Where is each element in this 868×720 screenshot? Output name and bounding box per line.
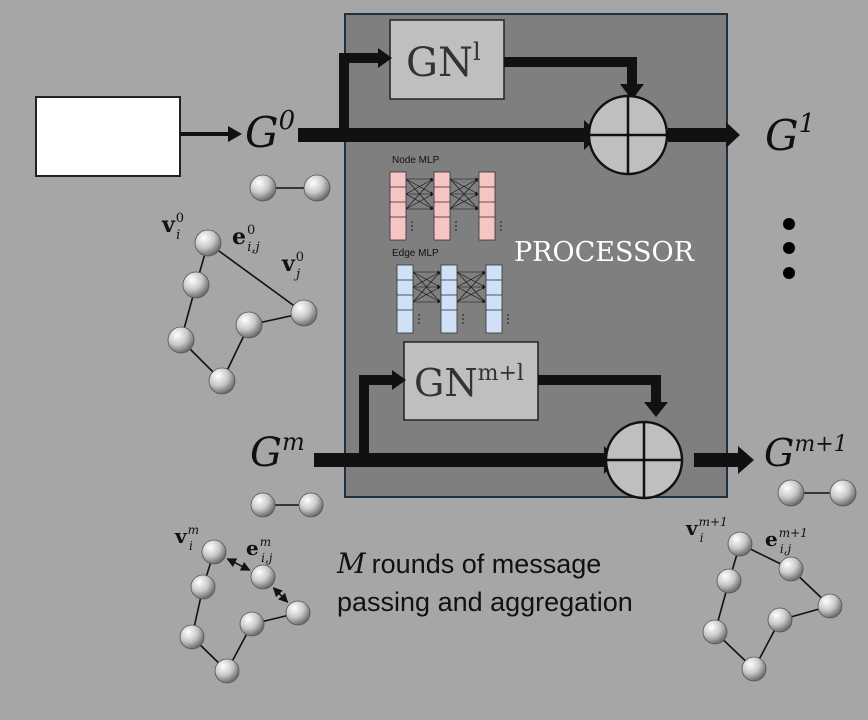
graph-node bbox=[777, 479, 805, 507]
graph-node bbox=[767, 607, 793, 633]
mlp-ellipsis-dot bbox=[411, 221, 413, 223]
mlp-connection bbox=[405, 193, 434, 210]
gn-top-block bbox=[389, 19, 505, 100]
graph-node bbox=[201, 539, 227, 565]
mlp-ellipsis-dot bbox=[462, 314, 464, 316]
mlp-ellipsis-dot bbox=[507, 322, 509, 324]
bottom-aggregator bbox=[604, 420, 684, 500]
graph-node bbox=[208, 367, 236, 395]
mlp-ellipsis-dot bbox=[455, 225, 457, 227]
graph-node bbox=[727, 531, 753, 557]
graph-left-top bbox=[167, 229, 318, 395]
graph-edge bbox=[226, 558, 251, 571]
graph-node bbox=[194, 229, 222, 257]
gn-top-label: GNl bbox=[406, 38, 481, 86]
graph-node bbox=[214, 658, 240, 684]
node-mlp-diagram bbox=[389, 171, 502, 241]
gn-bottom-label: GNm+l bbox=[414, 361, 524, 405]
edge-mlp-label: Edge MLP bbox=[392, 248, 439, 259]
mlp-ellipsis-dot bbox=[500, 221, 502, 223]
graph-node bbox=[250, 564, 276, 590]
node-pair-top bbox=[249, 174, 331, 202]
mlp-connection bbox=[456, 271, 486, 303]
mlp-ellipsis-dot bbox=[500, 225, 502, 227]
caption-line-2: passing and aggregation bbox=[337, 587, 633, 617]
graph-node bbox=[298, 492, 324, 518]
mlp-connection bbox=[412, 271, 441, 288]
mlp-layer bbox=[396, 264, 414, 334]
mlp-connection bbox=[405, 178, 434, 210]
processor-label: PROCESSOR bbox=[514, 237, 695, 268]
mlp-ellipsis-dot bbox=[462, 318, 464, 320]
mlp-layer bbox=[440, 264, 458, 334]
mlp-layer bbox=[478, 171, 496, 241]
graph-node bbox=[290, 299, 318, 327]
graph-label-gm1: Gm+1 bbox=[764, 431, 848, 475]
mlp-ellipsis-dot bbox=[411, 225, 413, 227]
node-pair-right bbox=[777, 479, 857, 507]
mlp-connection bbox=[405, 178, 434, 195]
graph-label-gm: Gm bbox=[250, 428, 305, 476]
mlp-connection bbox=[456, 271, 486, 288]
graph-node bbox=[303, 174, 331, 202]
node-pair-middle bbox=[250, 492, 324, 518]
graph-node bbox=[741, 656, 767, 682]
mlp-ellipsis-dot bbox=[411, 229, 413, 231]
graph-node bbox=[239, 611, 265, 637]
graph-node bbox=[702, 619, 728, 645]
graph-node bbox=[829, 479, 857, 507]
mlp-layer bbox=[433, 171, 451, 241]
mlp-ellipsis-dot bbox=[507, 318, 509, 320]
node-mlp-label: Node MLP bbox=[392, 155, 440, 166]
gn-bottom-block bbox=[403, 341, 539, 421]
mlp-layer bbox=[389, 171, 407, 241]
mlp-layer bbox=[485, 264, 503, 334]
top-aggregator bbox=[587, 94, 669, 176]
graph-label-g0: G0 bbox=[245, 106, 295, 157]
mlp-ellipsis-dot bbox=[418, 314, 420, 316]
graph-left-bottom bbox=[179, 539, 311, 684]
mlp-connection bbox=[456, 286, 486, 303]
mlp-ellipsis-dot bbox=[507, 314, 509, 316]
mlp-connection bbox=[449, 178, 479, 195]
mlp-connection bbox=[412, 286, 441, 303]
graph-node bbox=[250, 492, 276, 518]
mlp-connection bbox=[412, 271, 441, 303]
ellipsis-dots-icon bbox=[783, 218, 795, 279]
mlp-ellipsis-dot bbox=[418, 322, 420, 324]
graph-edge bbox=[207, 242, 305, 314]
graph-label-g1: G1 bbox=[765, 109, 815, 160]
graph-node bbox=[249, 174, 277, 202]
graph-node bbox=[182, 271, 210, 299]
encoder-box bbox=[35, 96, 181, 177]
mlp-ellipsis-dot bbox=[455, 229, 457, 231]
graph-right-bottom bbox=[702, 531, 843, 682]
graph-node bbox=[235, 311, 263, 339]
graph-node bbox=[716, 568, 742, 594]
mlp-ellipsis-dot bbox=[500, 229, 502, 231]
graph-node bbox=[285, 600, 311, 626]
mlp-ellipsis-dot bbox=[418, 318, 420, 320]
mlp-connection bbox=[449, 178, 479, 210]
mlp-ellipsis-dot bbox=[455, 221, 457, 223]
graph-node bbox=[778, 556, 804, 582]
graph-edge bbox=[272, 587, 289, 603]
mlp-ellipsis-dot bbox=[462, 322, 464, 324]
graph-node bbox=[179, 624, 205, 650]
graph-node bbox=[190, 574, 216, 600]
graph-node bbox=[817, 593, 843, 619]
graph-node bbox=[167, 326, 195, 354]
mlp-connection bbox=[449, 193, 479, 210]
edge-mlp-diagram bbox=[396, 264, 509, 334]
